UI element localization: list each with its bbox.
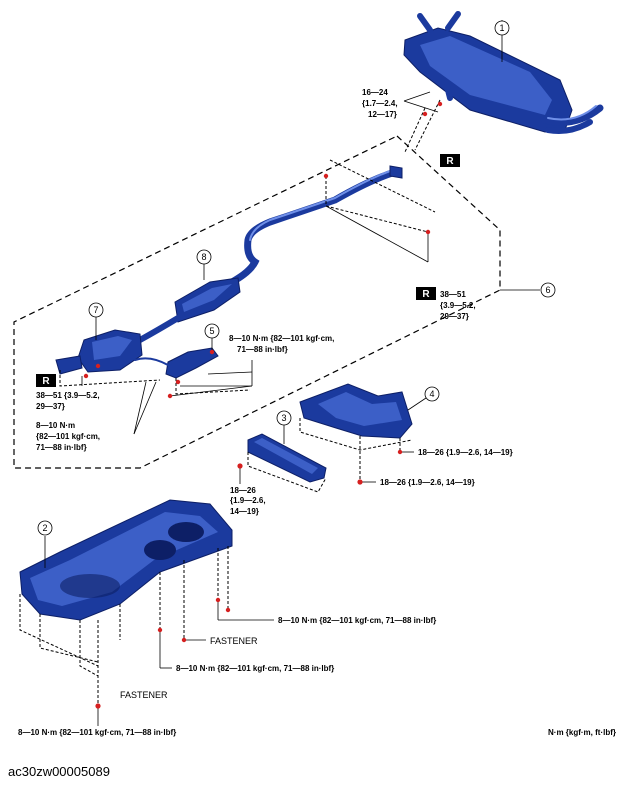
front-pipe [137, 165, 403, 343]
leader-lines [44, 20, 540, 726]
part-callout-1: 1 [494, 20, 510, 36]
main-silencer [403, 11, 604, 134]
svg-text:29—37}: 29—37} [440, 312, 469, 321]
torque-label-8-10-part7: 8—10 N·m {82—101 kgf·cm, 71—88 in·lbf} [36, 421, 100, 452]
fastener-label-a: FASTENER [210, 636, 258, 646]
part-callout-3: 3 [276, 410, 292, 426]
torque-label-18-26-part3: 18—26 {1.9—2.6, 14—19} [230, 486, 266, 516]
part-callout-6: 6 [540, 282, 556, 298]
svg-text:12—17}: 12—17} [368, 110, 397, 119]
svg-text:29—37}: 29—37} [36, 402, 65, 411]
torque-label-8-10-part5: 8—10 N·m {82—101 kgf·cm, 71—88 in·lbf} [229, 334, 334, 354]
replace-badge-right: R [416, 287, 436, 300]
svg-text:8: 8 [201, 252, 206, 262]
part-callout-2: 2 [37, 520, 53, 536]
part-callout-8: 8 [196, 249, 212, 265]
svg-text:71—88 in·lbf}: 71—88 in·lbf} [237, 345, 288, 354]
torque-label-38-51-right: 38—51 {3.9—5.2, 29—37} [440, 290, 476, 321]
part-callout-5: 5 [204, 323, 220, 339]
torque-label-16-24: 16—24 {1.7—2.4, 12—17} [362, 88, 398, 119]
torque-label-38-51-left: 38—51 {3.9—5.2, 29—37} [36, 391, 100, 411]
svg-text:R: R [422, 289, 430, 300]
svg-text:3: 3 [281, 413, 286, 423]
part-6-group-boundary [13, 135, 501, 469]
unit-note: N·m {kgf·m, ft·lbf} [548, 728, 616, 737]
svg-text:{82—101 kgf·cm,: {82—101 kgf·cm, [36, 432, 100, 441]
cross-member-part-4 [299, 383, 413, 439]
svg-text:{3.9—5.2,: {3.9—5.2, [440, 301, 476, 310]
svg-text:1: 1 [499, 23, 504, 33]
fastener-label-b: FASTENER [120, 690, 168, 700]
svg-text:38—51 {3.9—5.2,: 38—51 {3.9—5.2, [36, 391, 100, 400]
svg-text:7: 7 [93, 305, 98, 315]
svg-text:8—10 N·m: 8—10 N·m [36, 421, 75, 430]
bolt-guides [19, 99, 441, 706]
torque-label-8-10-cover-a: 8—10 N·m {82—101 kgf·cm, 71—88 in·lbf} [278, 616, 436, 625]
part-callout-4: 4 [424, 386, 440, 402]
replace-badge-top: R [440, 154, 460, 167]
bracket-part-5 [134, 347, 219, 379]
torque-label-18-26-part4-a: 18—26 {1.9—2.6, 14—19} [418, 448, 513, 457]
svg-text:2: 2 [42, 523, 47, 533]
svg-text:R: R [42, 376, 50, 387]
svg-text:14—19}: 14—19} [230, 507, 259, 516]
svg-text:{1.7—2.4,: {1.7—2.4, [362, 99, 398, 108]
svg-text:71—88 in·lbf}: 71—88 in·lbf} [36, 443, 87, 452]
svg-text:6: 6 [545, 285, 550, 295]
under-cover-part-2 [19, 499, 233, 621]
torque-label-8-10-bottom: 8—10 N·m {82—101 kgf·cm, 71—88 in·lbf} [18, 728, 176, 737]
svg-text:18—26: 18—26 [230, 486, 256, 495]
svg-text:38—51: 38—51 [440, 290, 466, 299]
catalytic-converter [55, 329, 143, 375]
svg-text:16—24: 16—24 [362, 88, 388, 97]
svg-text:4: 4 [429, 389, 434, 399]
torque-label-8-10-cover-b: 8—10 N·m {82—101 kgf·cm, 71—88 in·lbf} [176, 664, 334, 673]
svg-text:5: 5 [209, 326, 214, 336]
svg-text:R: R [446, 156, 454, 167]
torque-label-18-26-part4-b: 18—26 {1.9—2.6, 14—19} [380, 478, 475, 487]
svg-text:8—10 N·m {82—101 kgf·cm,: 8—10 N·m {82—101 kgf·cm, [229, 334, 334, 343]
replace-badge-left: R [36, 374, 56, 387]
bolt-markers [83, 101, 443, 709]
svg-text:{1.9—2.6,: {1.9—2.6, [230, 496, 266, 505]
figure-code: ac30zw00005089 [8, 764, 110, 779]
part-callout-7: 7 [88, 302, 104, 318]
cross-bar-part-3 [247, 433, 327, 483]
